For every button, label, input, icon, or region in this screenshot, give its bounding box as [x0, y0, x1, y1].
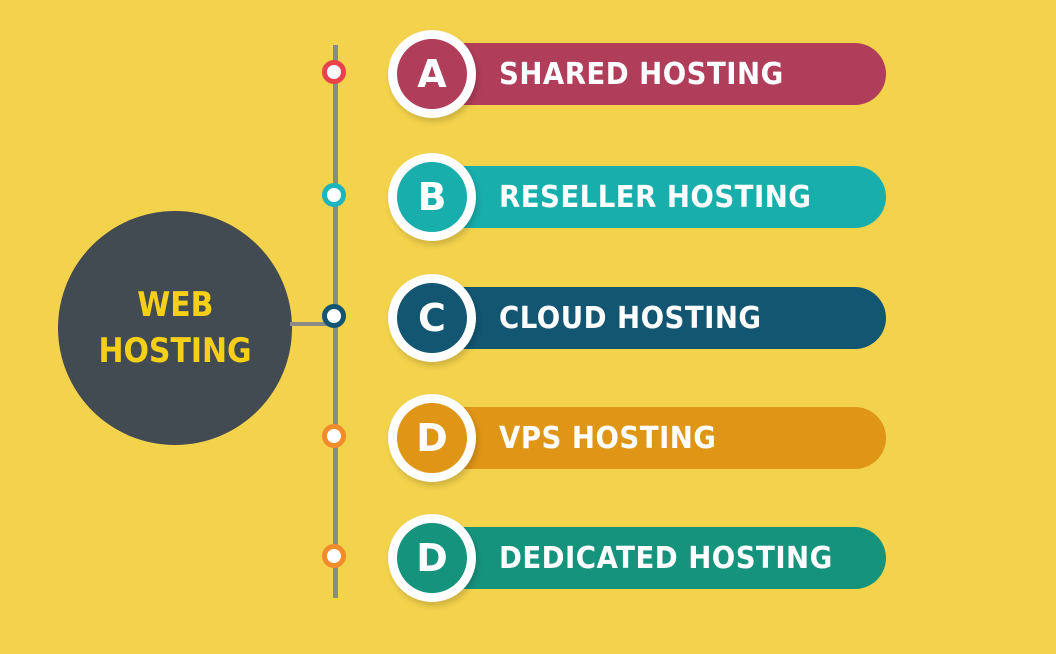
hosting-item-cloud: CLOUD HOSTING C: [0, 273, 1056, 363]
letter-badge: C: [388, 274, 476, 362]
web-hosting-hub: WEB HOSTING: [58, 211, 292, 445]
badge-letter: C: [397, 283, 467, 353]
badge-letter: B: [397, 162, 467, 232]
item-label: VPS HOSTING: [499, 420, 717, 456]
badge-letter: D: [397, 523, 467, 593]
badge-letter: D: [397, 403, 467, 473]
letter-badge: D: [388, 394, 476, 482]
timeline-dot: [322, 304, 346, 328]
hub-connector: [290, 322, 336, 326]
item-label: RESELLER HOSTING: [499, 179, 812, 215]
item-label: SHARED HOSTING: [499, 56, 784, 92]
item-bar: SHARED HOSTING: [455, 43, 886, 105]
item-bar: RESELLER HOSTING: [455, 166, 886, 228]
timeline-dot: [322, 60, 346, 84]
letter-badge: B: [388, 153, 476, 241]
letter-badge: D: [388, 514, 476, 602]
item-label: CLOUD HOSTING: [499, 300, 762, 336]
hosting-item-dedicated: DEDICATED HOSTING D: [0, 513, 1056, 603]
timeline-dot: [322, 183, 346, 207]
hosting-item-vps: VPS HOSTING D: [0, 393, 1056, 483]
hosting-item-reseller: RESELLER HOSTING B: [0, 152, 1056, 242]
item-bar: DEDICATED HOSTING: [455, 527, 886, 589]
timeline-dot: [322, 544, 346, 568]
timeline-dot: [322, 424, 346, 448]
hub-title-line1: WEB: [136, 285, 214, 325]
item-label: DEDICATED HOSTING: [499, 540, 833, 576]
letter-badge: A: [388, 30, 476, 118]
hosting-item-shared: SHARED HOSTING A: [0, 29, 1056, 119]
badge-letter: A: [397, 39, 467, 109]
item-bar: VPS HOSTING: [455, 407, 886, 469]
hub-title-line2: HOSTING: [98, 331, 252, 371]
item-bar: CLOUD HOSTING: [455, 287, 886, 349]
